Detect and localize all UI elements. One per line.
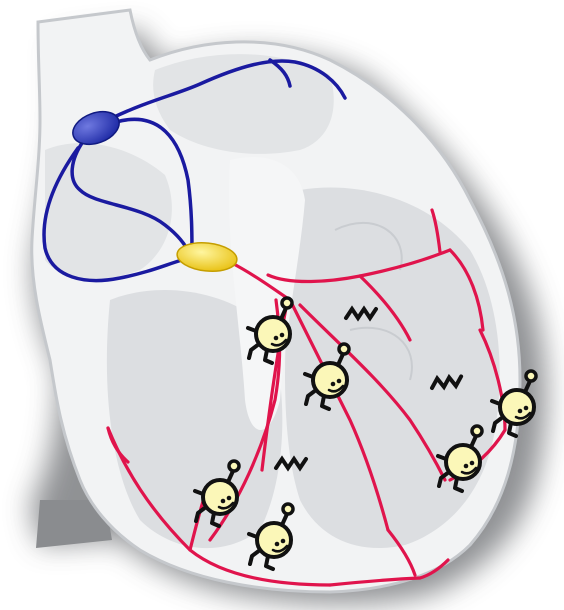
heart-conduction-diagram xyxy=(0,0,564,610)
